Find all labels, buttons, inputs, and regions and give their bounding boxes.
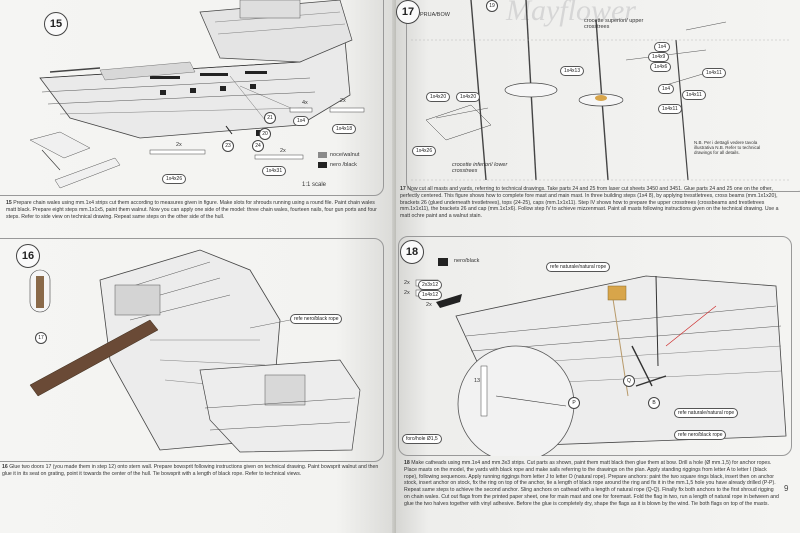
step-18-caption-text: Make catheads using mm.1x4 and mm.3x3 st… [404, 460, 779, 507]
step-18-panel [398, 236, 792, 456]
legend-black-label: nero /black [330, 162, 357, 168]
strip-1x4x31-label: 1x4x31 [262, 166, 287, 176]
part-23-callout: 23 [222, 140, 234, 152]
qty-2x-c: 2x [280, 148, 286, 154]
strip-1x4-label-a: 1x4 [654, 42, 671, 52]
qty-2x-b: 2x [176, 142, 182, 148]
step-16-caption-number: 16 [2, 464, 8, 470]
step-15-caption-number: 15 [6, 200, 12, 206]
legend-walnut-swatch [318, 152, 327, 158]
step-15-panel [0, 0, 384, 196]
scale-label: 1:1 scale [302, 182, 327, 188]
strip-1x4x20-label: 1x4x20 [426, 92, 451, 102]
part-21-callout: 21 [264, 112, 276, 124]
step-18-number: 18 [400, 240, 424, 264]
qty-2x-e: 2x [404, 290, 410, 296]
strip-1x4x20-label-b: 1x4x20 [456, 92, 481, 102]
step-17-number: 17 [396, 0, 420, 24]
legend-black-swatch [318, 162, 327, 168]
qty-2x-d: 2x [404, 280, 410, 286]
technical-drawings-note: N.B. Per i dettagli vedere tavola illust… [694, 140, 761, 155]
strip-1x4-label-b: 1x4 [658, 84, 675, 94]
strip-1x4x18-label: 1x4x18 [332, 124, 357, 134]
step-16-panel [0, 238, 384, 462]
step-17-panel [406, 0, 800, 192]
hole-diameter-label: foro/hole Ø1,5 [402, 434, 442, 444]
black-rope-label-step18: refe nero/black rope [674, 430, 727, 440]
natural-rope-label-top: refe naturale/natural rope [546, 262, 611, 272]
part-24-callout: 24 [252, 140, 264, 152]
strip-2x3x12-label: 2x3x12 [418, 280, 443, 290]
point-q-callout: Q [623, 375, 635, 387]
right-page: Mayflower 17 PRUA/BOW 19 crocette superi… [396, 0, 800, 533]
point-p-callout: P [568, 397, 580, 409]
strip-1x4x9-label: 1x4x9 [648, 52, 670, 62]
strip-1x4x11-label: 1x4x11 [702, 68, 726, 78]
strip-1x4x11-label-c: 1x4x11 [658, 104, 682, 114]
step-16-instructions: 16 Glue two doors 17 (you made them in s… [2, 464, 382, 478]
strip-1x4x13-label: 1x4x13 [560, 66, 585, 76]
qty-2x-a: 2x [340, 98, 346, 104]
strip-1x4x6-label: 1x4x6 [650, 62, 672, 72]
step-16-caption-text: Glue two doors 17 (you made them in step… [2, 464, 379, 477]
natural-rope-label-bottom: refe naturale/natural rope [674, 408, 739, 418]
step-18-caption-number: 18 [404, 460, 410, 466]
strip-1x4x11-label-b: 1x4x11 [682, 90, 706, 100]
left-page: 15 [0, 0, 396, 533]
dimension-13: 13 [474, 378, 481, 384]
upper-crosstrees-label: crocette superiori/ upper crosstrees [584, 18, 644, 30]
step-15-caption-text: Prepare chain wales using mm.1x4 strips … [6, 200, 377, 220]
strip-1x4-label: 1x4 [293, 116, 310, 126]
step-15-instructions: 15 Prepare chain wales using mm.1x4 stri… [6, 200, 384, 220]
strip-1x4x26-label: 1x4x26 [162, 174, 187, 184]
step-17-caption-text: Now cut all masts and yards, referring t… [400, 186, 779, 220]
step-17-caption-number: 17 [400, 186, 406, 192]
part-19-callout: 19 [486, 0, 498, 12]
stern-illustration-step16 [29, 249, 361, 453]
anchor-illustration-step18 [415, 258, 787, 456]
masts-illustration-step17 [411, 0, 791, 181]
bow-label: PRUA/BOW [420, 12, 450, 18]
point-b-callout: B [648, 397, 660, 409]
lower-crosstrees-label: crocette inferiori/ lower crosstrees [452, 162, 508, 174]
qty-2x-f: 2x [426, 302, 432, 308]
strip-1x4x26-label: 1x4x26 [412, 146, 437, 156]
step-16-number: 16 [16, 244, 40, 268]
legend-walnut-label: noce/walnut [330, 152, 360, 158]
step-15-number: 15 [44, 12, 68, 36]
strip-1x4x12-label: 1x4x12 [418, 290, 443, 300]
part-17-callout: 17 [35, 332, 47, 344]
black-rope-label-step16: refe nero/black rope [290, 314, 343, 324]
step-18-instructions: 18 Make catheads using mm.1x4 and mm.3x3… [404, 460, 780, 508]
page-number: 9 [784, 484, 789, 493]
step-17-instructions: 17 Now cut all masts and yards, referrin… [400, 186, 784, 220]
part-20-callout: 20 [259, 128, 271, 140]
black-paint-label: nero/black [454, 258, 480, 264]
qty-4x: 4x [302, 100, 308, 106]
hull-illustration-step15 [29, 0, 365, 189]
